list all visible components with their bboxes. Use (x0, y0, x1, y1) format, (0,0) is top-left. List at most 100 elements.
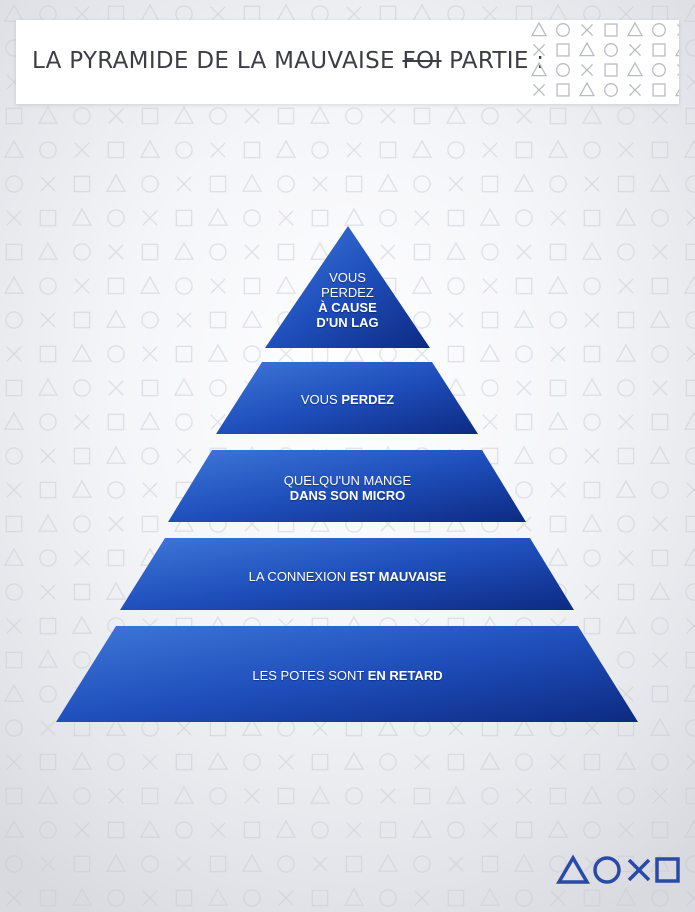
triangle-icon (513, 309, 535, 328)
cross-icon (584, 312, 600, 328)
circle-icon (73, 379, 91, 397)
circle-icon (5, 719, 23, 737)
triangle-icon (649, 581, 671, 600)
cross-icon (278, 890, 294, 906)
cross-icon (686, 754, 695, 770)
triangle-icon (139, 819, 161, 838)
circle-icon (617, 379, 635, 397)
square-icon (413, 243, 431, 261)
tier-2-label: VOUS PERDEZ (0, 392, 695, 407)
circle-icon (481, 379, 499, 397)
header-symbols-pattern (530, 21, 679, 97)
cross-icon (74, 6, 90, 22)
circle-icon (651, 481, 669, 499)
cross-icon (584, 448, 600, 464)
cross-icon (652, 380, 668, 396)
circle-icon (549, 175, 567, 193)
triangle-icon (241, 309, 263, 328)
cross-icon (482, 6, 498, 22)
cross-icon (618, 550, 634, 566)
cross-icon (550, 210, 566, 226)
circle-icon (685, 175, 695, 193)
triangle-icon (3, 683, 25, 702)
cross-icon (210, 278, 226, 294)
triangle-icon (479, 887, 501, 906)
square-icon (583, 481, 601, 499)
cross-icon (108, 108, 124, 124)
cross-icon (40, 856, 56, 872)
triangle-icon (578, 41, 596, 57)
triangle-icon (343, 751, 365, 770)
triangle-icon (105, 717, 127, 736)
circle-icon (107, 481, 125, 499)
cross-icon (652, 516, 668, 532)
triangle-icon (3, 275, 25, 294)
circle-icon (39, 549, 57, 567)
triangle-icon (615, 751, 637, 770)
circle-icon (209, 379, 227, 397)
square-icon (617, 447, 635, 465)
triangle-icon (241, 717, 263, 736)
circle-icon (651, 753, 669, 771)
square-icon (39, 617, 57, 635)
cross-icon (74, 142, 90, 158)
square-icon (652, 43, 666, 57)
cross-icon (380, 788, 396, 804)
triangle-icon (173, 377, 195, 396)
circle-icon (583, 821, 601, 839)
cross-icon (176, 720, 192, 736)
cross-icon (346, 822, 362, 838)
triangle-icon (615, 343, 637, 362)
cross-icon (142, 210, 158, 226)
square-icon (311, 889, 329, 907)
square-icon (617, 175, 635, 193)
cross-icon (142, 482, 158, 498)
triangle-icon (377, 717, 399, 736)
cross-icon (244, 788, 260, 804)
triangle-icon (37, 785, 59, 804)
triangle-icon (411, 139, 433, 158)
cross-icon (278, 210, 294, 226)
square-icon (345, 855, 363, 873)
circle-icon (549, 855, 567, 873)
triangle-icon (343, 887, 365, 906)
circle-icon (651, 889, 669, 907)
circle-icon (651, 617, 669, 635)
square-icon (549, 515, 567, 533)
cross-icon (6, 210, 22, 226)
cross-icon (686, 74, 695, 90)
circle-icon (583, 413, 601, 431)
triangle-icon (37, 649, 59, 668)
cross-icon (380, 244, 396, 260)
cross-icon (686, 482, 695, 498)
cross-icon (74, 822, 90, 838)
triangle-icon (37, 105, 59, 124)
square-icon (243, 821, 261, 839)
cross-icon (414, 890, 430, 906)
square-icon (141, 787, 159, 805)
circle-icon (583, 141, 601, 159)
cross-icon (532, 83, 546, 97)
square-icon (651, 549, 669, 567)
triangle-icon (377, 853, 399, 872)
circle-icon (277, 175, 295, 193)
cross-icon (40, 448, 56, 464)
circle-icon (277, 855, 295, 873)
square-icon (5, 107, 23, 125)
cross-icon (142, 754, 158, 770)
circle-icon (685, 311, 695, 329)
square-icon (277, 243, 295, 261)
circle-icon (5, 311, 23, 329)
circle-icon (617, 243, 635, 261)
circle-icon (617, 515, 635, 533)
triangle-icon (479, 751, 501, 770)
cross-icon (108, 244, 124, 260)
cross-icon (6, 482, 22, 498)
circle-icon (604, 43, 618, 57)
cross-icon (652, 652, 668, 668)
triangle-icon (649, 717, 671, 736)
tier-2-line-1: VOUS PERDEZ (300, 392, 395, 407)
square-icon (651, 277, 669, 295)
square-icon (39, 753, 57, 771)
tier-1-label: VOUS PERDEZ À CAUSE D'UN LAG (0, 270, 695, 330)
